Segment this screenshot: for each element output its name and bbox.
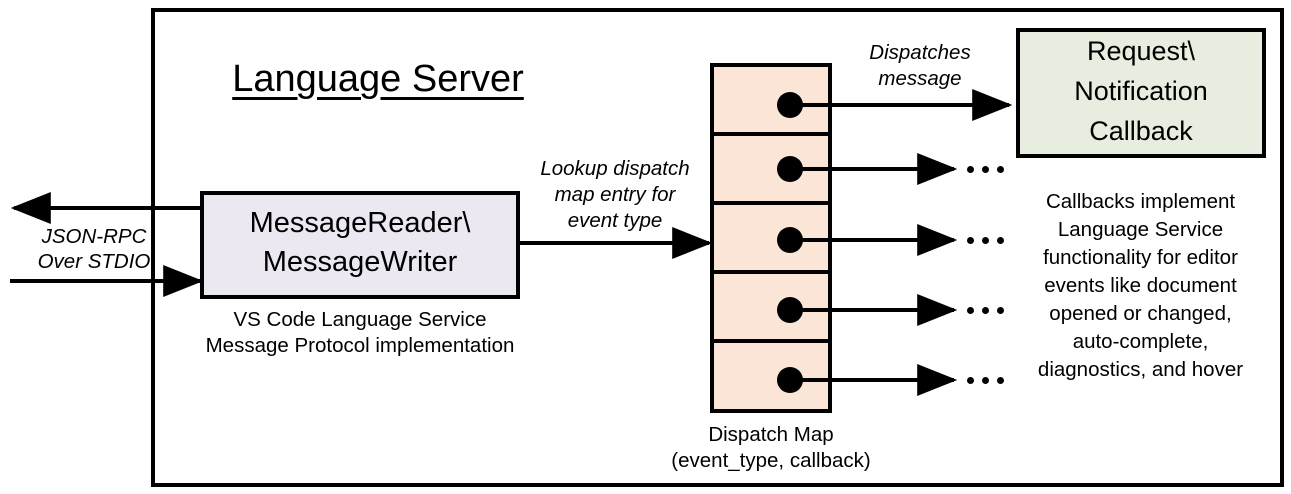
dispatch-row-4-dot bbox=[777, 297, 803, 323]
dispatch-row-5-dot bbox=[777, 367, 803, 393]
ellipsis-dot bbox=[967, 377, 974, 384]
dispatch-row-5-ellipsis bbox=[967, 377, 1004, 384]
dispatch-map-caption-line2: (event_type, callback) bbox=[671, 449, 871, 472]
callback-description-line7: diagnostics, and hover bbox=[1037, 358, 1244, 381]
message-reader-writer-box bbox=[200, 191, 520, 299]
dispatch-map-row bbox=[710, 270, 832, 343]
ellipsis-dot bbox=[967, 307, 974, 314]
dispatch-row-3-dot bbox=[777, 227, 803, 253]
dispatch-row-2-ellipsis bbox=[967, 166, 1004, 173]
dispatch-map-row bbox=[710, 63, 832, 136]
callback-box-label-line1: Request\ bbox=[1086, 36, 1196, 66]
callback-box-label-line2: Notification bbox=[1074, 76, 1208, 106]
callback-description-line5: opened or changed, bbox=[1049, 302, 1232, 325]
dispatch-row-3-ellipsis bbox=[967, 237, 1004, 244]
callback-description-line4: events like document bbox=[1044, 274, 1237, 297]
ellipsis-dot bbox=[967, 166, 974, 173]
ellipsis-dot bbox=[967, 237, 974, 244]
ellipsis-dot bbox=[982, 237, 989, 244]
callback-box-label-line3: Callback bbox=[1089, 116, 1193, 146]
dispatch-map-row bbox=[710, 339, 832, 413]
ellipsis-dot bbox=[997, 237, 1004, 244]
ellipsis-dot bbox=[982, 166, 989, 173]
lookup-dispatch-label-line2: map entry for bbox=[554, 183, 676, 206]
dispatch-row-4-ellipsis bbox=[967, 307, 1004, 314]
ellipsis-dot bbox=[997, 166, 1004, 173]
dispatch-map-caption-line1: Dispatch Map bbox=[708, 423, 834, 446]
ellipsis-dot bbox=[997, 377, 1004, 384]
callback-description-line3: functionality for editor bbox=[1043, 246, 1238, 269]
dispatches-message-label-line2: message bbox=[878, 67, 962, 90]
dispatch-map-row bbox=[710, 201, 832, 274]
dispatches-message-label-line1: Dispatches bbox=[869, 41, 971, 64]
message-reader-writer-label-line1: MessageReader\ bbox=[249, 207, 471, 239]
request-notification-callback-box bbox=[1016, 28, 1266, 158]
ellipsis-dot bbox=[982, 377, 989, 384]
page-title: Language Server bbox=[232, 58, 524, 100]
language-server-boundary bbox=[151, 8, 1284, 487]
dispatch-row-1-dot bbox=[777, 92, 803, 118]
callback-description-line1: Callbacks implement bbox=[1045, 190, 1236, 213]
dispatch-row-2-dot bbox=[777, 156, 803, 182]
callback-description-line6: auto-complete, bbox=[1072, 330, 1209, 353]
jsonrpc-label-line1: JSON-RPC bbox=[41, 225, 147, 248]
message-box-caption-line2: Message Protocol implementation bbox=[205, 334, 515, 357]
lookup-dispatch-label-line3: event type bbox=[567, 209, 663, 232]
ellipsis-dot bbox=[997, 307, 1004, 314]
jsonrpc-label-line2: Over STDIO bbox=[37, 250, 151, 273]
message-reader-writer-label-line2: MessageWriter bbox=[262, 246, 458, 278]
callback-description-line2: Language Service bbox=[1057, 218, 1224, 241]
ellipsis-dot bbox=[982, 307, 989, 314]
lookup-dispatch-label-line1: Lookup dispatch bbox=[540, 157, 690, 180]
message-box-caption-line1: VS Code Language Service bbox=[233, 308, 487, 331]
